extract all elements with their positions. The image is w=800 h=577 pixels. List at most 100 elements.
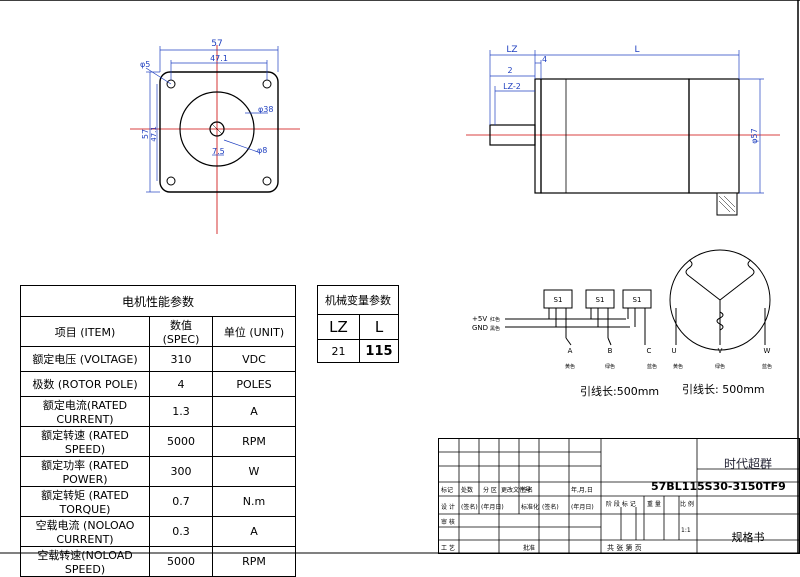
supply-plus: +5V — [472, 315, 487, 323]
mount-hole — [262, 79, 272, 89]
flange — [534, 78, 542, 194]
rear-cap — [688, 78, 740, 194]
wiring-diagram — [505, 249, 771, 351]
phase-v-color: 绿色 — [715, 363, 725, 370]
lead-length-left: 引线长:500mm — [580, 384, 659, 398]
hall-c-color: 蓝色 — [647, 363, 657, 370]
engineering-drawing: 57 47.1 φ5 φ38 φ8 7.5 57 47.1 — [0, 0, 800, 554]
tb-label: (签名) — [542, 504, 559, 511]
dim-l: L — [634, 45, 639, 55]
tb-label: 标准化 — [521, 504, 540, 511]
mount-hole — [262, 176, 272, 186]
supply-gnd-color: 黑色 — [490, 325, 500, 332]
cell: VDC — [212, 346, 296, 372]
cell: 5000 — [149, 426, 213, 457]
tb-ratio: 比 例 — [680, 501, 694, 508]
supply-gnd: GND — [472, 324, 488, 332]
mech-header-l: L — [359, 314, 399, 340]
tb-scale: 1:1 — [681, 527, 691, 534]
motor-body — [540, 78, 690, 194]
mech-table-title: 机械变量参数 — [317, 285, 399, 315]
pilot-circle — [179, 91, 255, 167]
wiring-labels: S1 S1 S1 +5V 红色 GND 黑色 A 黄色 B 绿色 C 蓝色 U … — [472, 296, 772, 398]
tb-label: 年,月,日 — [571, 487, 593, 494]
dim-height-pitch: 47.1 — [150, 126, 158, 142]
dim-flat: 7.5 — [212, 147, 225, 156]
cell: 0.3 — [149, 516, 213, 547]
cell: 5000 — [149, 546, 213, 577]
performance-table: 电机性能参数 项目 (ITEM) 数值 (SPEC) 单位 (UNIT) 额定电… — [20, 285, 296, 577]
cell: 1.3 — [149, 396, 213, 427]
cell: RPM — [212, 546, 296, 577]
cell: 4 — [149, 371, 213, 397]
phase-w: W — [764, 347, 771, 355]
cell: 额定转速 (RATED SPEED) — [20, 426, 150, 457]
front-view: 57 47.1 φ5 φ38 φ8 7.5 57 47.1 — [130, 39, 300, 234]
dim-body-dia: φ57 — [750, 128, 759, 143]
mech-value-lz: 21 — [317, 339, 360, 363]
dim-2: 2 — [507, 66, 512, 75]
side-view: LZ L 2 4 LZ-2 φ57 — [466, 45, 780, 216]
sensor-label: S1 — [554, 296, 563, 304]
header-item: 项目 (ITEM) — [20, 316, 150, 347]
lead-length-right: 引线长: 500mm — [682, 382, 765, 396]
tb-process: 工 艺 — [441, 545, 455, 552]
header-unit: 单位 (UNIT) — [212, 316, 296, 347]
tb-label: (年月日) — [571, 504, 594, 511]
shaft-circle — [209, 121, 225, 137]
mech-header-lz: LZ — [317, 314, 360, 340]
tb-label: 设 计 — [441, 504, 455, 511]
tb-sheet: 共 张 第 页 — [607, 544, 642, 552]
dim-shaft-dia: φ8 — [257, 146, 267, 155]
cell: 0.7 — [149, 486, 213, 517]
cell: A — [212, 396, 296, 427]
phase-v: V — [718, 347, 723, 355]
phase-u-color: 黄色 — [673, 363, 683, 370]
cell: W — [212, 456, 296, 487]
phase-u: U — [671, 347, 676, 355]
title-block: 标记 处数 分 区 更改文件号 签名 年,月,日 设 计 (签名) (年月日) … — [438, 438, 800, 554]
tb-label: 处数 — [461, 487, 474, 494]
doc-type: 规格书 — [731, 531, 765, 544]
dim-4: 4 — [542, 55, 547, 64]
tb-label: (年月日) — [481, 504, 504, 511]
cell: 空载转速(NOLOAD SPEED) — [20, 546, 150, 577]
hall-a-color: 黄色 — [565, 363, 575, 370]
mech-value-l: 115 — [359, 339, 399, 363]
phase-w-color: 蓝色 — [762, 363, 772, 370]
cell: POLES — [212, 371, 296, 397]
tb-stage: 阶 段 标 记 — [606, 501, 636, 508]
cell: 300 — [149, 456, 213, 487]
cell: 310 — [149, 346, 213, 372]
hall-b: B — [608, 347, 613, 355]
dim-height: 57 — [141, 129, 150, 139]
cell: RPM — [212, 426, 296, 457]
dim-lz-2: LZ-2 — [503, 82, 521, 91]
dim-lz: LZ — [506, 45, 517, 55]
supply-plus-color: 红色 — [490, 316, 500, 323]
hall-c: C — [647, 347, 652, 355]
tb-label: 签名 — [521, 487, 534, 494]
mount-hole — [166, 176, 176, 186]
hall-a: A — [568, 347, 573, 355]
flange-outline — [159, 71, 279, 193]
dim-width: 57 — [211, 39, 222, 49]
header-spec: 数值 (SPEC) — [149, 316, 213, 347]
tb-label: 分 区 — [483, 487, 497, 494]
hall-b-color: 绿色 — [605, 363, 615, 370]
performance-table-title: 电机性能参数 — [20, 285, 296, 317]
cell: 额定电流(RATED CURRENT) — [20, 396, 150, 427]
cell: 额定电压 (VOLTAGE) — [20, 346, 150, 372]
cell: A — [212, 516, 296, 547]
cell: N.m — [212, 486, 296, 517]
dim-pilot-dia: φ38 — [258, 105, 273, 114]
